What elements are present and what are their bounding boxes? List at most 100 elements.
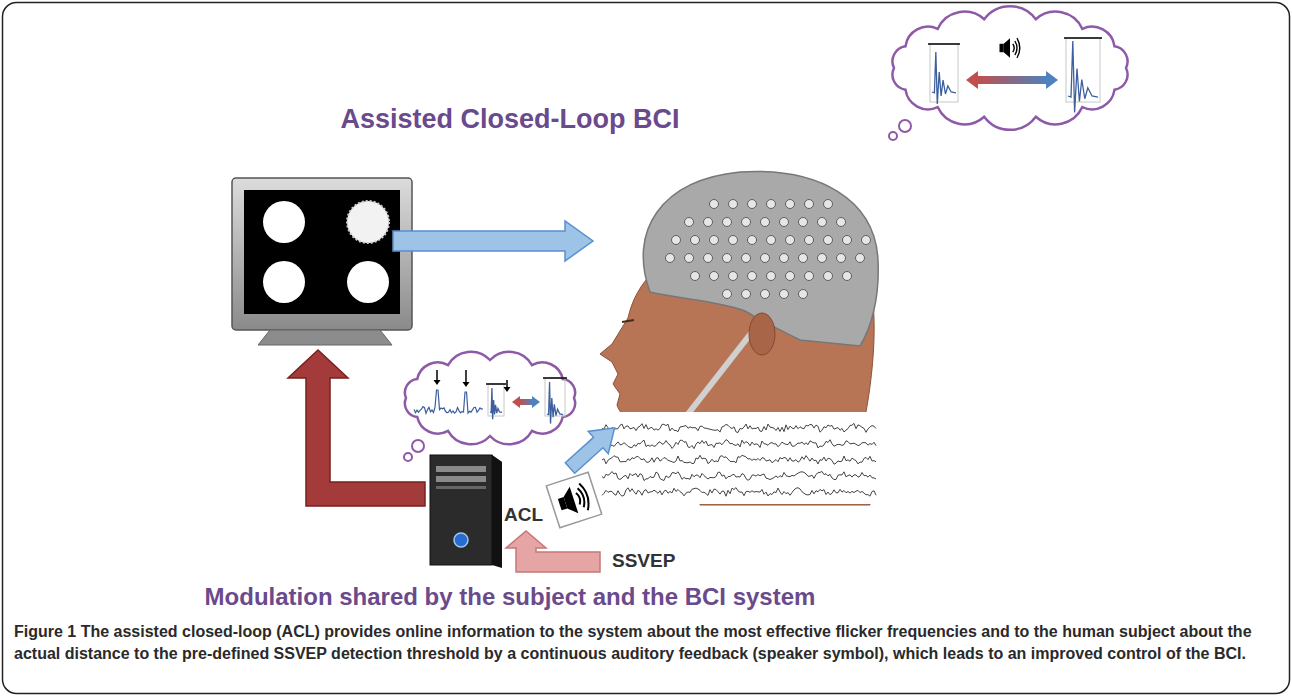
electrode-dot xyxy=(748,272,757,281)
electrode-dot xyxy=(818,254,827,263)
speaker-icon-part xyxy=(1013,38,1020,58)
thought-cloud xyxy=(405,352,575,445)
monitor-illustration-part xyxy=(263,261,305,303)
monitor-illustration-part xyxy=(347,201,389,243)
eeg-spectrum-waveform xyxy=(414,390,483,413)
monitor-illustration-part xyxy=(244,190,400,314)
computer-tower-part xyxy=(430,455,492,565)
electrode-dot xyxy=(710,272,719,281)
electrode-dot xyxy=(824,272,833,281)
double-arrow-head xyxy=(966,71,978,89)
peak-arrow xyxy=(434,380,441,385)
threshold-line xyxy=(1064,37,1102,39)
ssvep-label: SSVEP xyxy=(612,549,675,572)
eeg-trace xyxy=(602,455,876,464)
electrode-dot xyxy=(799,254,808,263)
electrode-dot xyxy=(704,254,713,263)
threshold-line xyxy=(486,383,506,385)
electrode-dot xyxy=(723,218,732,227)
electrode-dot xyxy=(742,290,751,299)
speaker-icon-part xyxy=(1000,44,1004,52)
speaker-symbol-part xyxy=(546,472,601,527)
threshold-line xyxy=(543,377,567,379)
electrode-dot xyxy=(837,254,846,263)
peak-arrow xyxy=(506,380,508,388)
electrode-dot xyxy=(805,272,814,281)
thought-bubble xyxy=(899,120,911,132)
electrode-dot xyxy=(710,200,719,209)
electrode-dot xyxy=(723,254,732,263)
electrode-dot xyxy=(748,236,757,245)
electrode-dot xyxy=(672,236,681,245)
electrode-dot xyxy=(862,236,871,245)
monitor-illustration-part xyxy=(347,261,389,303)
peak-arrow xyxy=(504,387,511,392)
double-arrow-head xyxy=(512,396,520,408)
thought-bubble xyxy=(889,132,897,140)
thought-cloud xyxy=(892,6,1127,130)
subject-head-illustration-part xyxy=(688,332,752,414)
auditory-arrow xyxy=(560,417,625,479)
electrode-dot xyxy=(767,200,776,209)
monitor-illustration-part xyxy=(263,201,305,243)
feedback-arrow-part xyxy=(288,350,425,506)
electrode-dot xyxy=(742,218,751,227)
computer-tower-part xyxy=(492,455,502,568)
eeg-trace-panel-part xyxy=(602,423,876,496)
electrode-dot xyxy=(691,236,700,245)
electrode-dot xyxy=(818,218,827,227)
eeg-trace xyxy=(602,471,876,480)
figure-frame xyxy=(3,3,1290,694)
ssvep-arrow xyxy=(506,531,600,572)
subject-head-illustration-part xyxy=(749,313,775,355)
electrode-dot xyxy=(824,200,833,209)
subject-head-illustration-part xyxy=(622,320,634,322)
electrode-dot xyxy=(685,254,694,263)
electrode-dot xyxy=(767,272,776,281)
ssvep-arrow-part xyxy=(506,531,600,572)
eeg-trace xyxy=(602,440,876,449)
electrode-dot xyxy=(799,290,808,299)
electrode-dot xyxy=(786,200,795,209)
thought-bubble xyxy=(412,440,424,452)
computer-tower xyxy=(430,455,502,568)
electrode-dot xyxy=(843,236,852,245)
double-arrow-shaft xyxy=(978,76,1046,84)
computer-tower-part xyxy=(436,466,486,472)
electrode-dot xyxy=(780,290,789,299)
electrode-dot xyxy=(780,218,789,227)
eeg-trace xyxy=(602,488,876,497)
peak-arrow xyxy=(436,370,438,381)
double-arrow-shaft xyxy=(520,399,532,405)
monitor-illustration-part xyxy=(232,178,412,330)
figure-title: Assisted Closed-Loop BCI xyxy=(250,103,770,135)
ssvep-waveform xyxy=(547,382,563,424)
electrode-dot xyxy=(799,218,808,227)
ssvep-waveform xyxy=(490,388,502,419)
electrode-dot xyxy=(704,218,713,227)
electrode-dot xyxy=(761,254,770,263)
eeg-trace-panel-part xyxy=(598,412,880,504)
figure-caption: Figure 1 The assisted closed-loop (ACL) … xyxy=(14,621,1276,665)
stimulus-arrow-part xyxy=(393,221,593,261)
speaker-symbol xyxy=(546,472,601,527)
stimulus-arrow xyxy=(393,221,593,261)
monitor-illustration xyxy=(232,178,412,345)
electrode-dot xyxy=(723,290,732,299)
auditory-arrow-part xyxy=(560,417,625,479)
speaker-icon-part xyxy=(1004,38,1010,58)
electrode-dots xyxy=(666,200,871,299)
electrode-dot xyxy=(805,236,814,245)
electrode-dot xyxy=(824,236,833,245)
electrode-dot xyxy=(685,218,694,227)
electrode-dot xyxy=(805,200,814,209)
peak-arrow xyxy=(463,382,470,387)
electrode-dot xyxy=(666,254,675,263)
electrode-dot xyxy=(780,254,789,263)
ssvep-waveform xyxy=(932,52,956,104)
thought-bubble xyxy=(404,453,412,461)
electrode-dot xyxy=(729,236,738,245)
peak-arrow xyxy=(465,370,467,383)
eeg-trace-panel xyxy=(598,412,880,504)
